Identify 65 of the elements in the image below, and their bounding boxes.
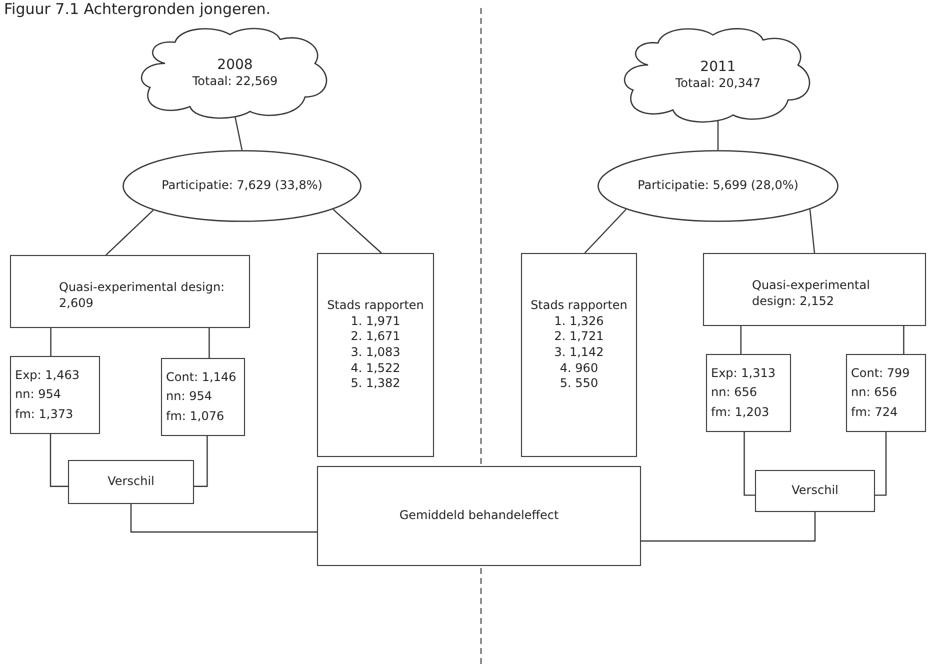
cloud-text: Totaal: 20,347 — [675, 76, 761, 92]
year-text: 2011 — [700, 58, 736, 76]
connector-line — [106, 210, 154, 256]
connector-line — [717, 120, 719, 150]
design-text: Quasi-experimental design: 2,152 — [752, 278, 871, 310]
count-text: nn: 656 — [711, 384, 758, 402]
process-box — [755, 470, 875, 512]
connector-line — [641, 512, 816, 542]
figure-title: Figuur 7.1 Achtergronden jongeren. — [4, 0, 271, 18]
group-box — [10, 356, 100, 434]
design-box — [703, 253, 926, 326]
report-text: 4. 960 — [558, 360, 600, 376]
connector-line — [332, 208, 382, 254]
count-text: Cont: 1,146 — [166, 368, 238, 386]
count-text: nn: 954 — [15, 386, 62, 404]
report-heading: Stads rapporten — [326, 298, 425, 314]
report-box — [317, 253, 434, 457]
count-text: fm: 1,373 — [15, 406, 74, 423]
ellipse-shape — [122, 150, 362, 222]
connector-line — [194, 436, 208, 487]
group-box — [706, 354, 791, 432]
connector-line — [208, 328, 210, 358]
connector-line — [903, 326, 904, 354]
report-text: 5. 550 — [558, 376, 600, 392]
year-text: 2008 — [217, 56, 253, 74]
report-text: 3. 1,083 — [350, 345, 402, 361]
report-heading: Stads rapporten — [530, 298, 628, 314]
report-text: 2. 1,721 — [553, 329, 605, 345]
group-box — [846, 354, 926, 432]
report-text: 2. 1,671 — [350, 329, 402, 345]
report-text: 4. 1,522 — [350, 360, 402, 376]
box-text: Gemiddeld behandeleffect — [399, 508, 559, 524]
participation-text: Participatie: 5,699 (28,0%) — [638, 178, 798, 194]
cloud-text: Totaal: 22,569 — [192, 74, 278, 90]
ellipse-shape — [597, 150, 839, 222]
count-text: fm: 1,076 — [166, 408, 226, 425]
connector-line — [50, 434, 68, 487]
count-text: nn: 656 — [851, 384, 898, 402]
connector-line — [50, 328, 52, 356]
count-text: Cont: 799 — [851, 364, 911, 382]
report-text: 5. 1,382 — [350, 376, 402, 392]
group-box — [161, 358, 245, 436]
design-text: Quasi-experimental design: 2,609 — [59, 280, 226, 312]
participation-text: Participatie: 7,629 (33,8%) — [162, 178, 322, 194]
report-text: 3. 1,142 — [553, 345, 605, 361]
count-text: fm: 724 — [851, 404, 899, 421]
connector-line — [130, 504, 317, 533]
connector-line — [744, 432, 755, 496]
count-text: nn: 954 — [166, 388, 213, 406]
connector-line — [875, 432, 887, 496]
count-text: fm: 1,203 — [711, 404, 770, 421]
process-box — [68, 460, 194, 504]
box-text: Verschil — [108, 474, 154, 490]
design-box — [10, 255, 250, 328]
box-text: Verschil — [792, 483, 838, 499]
connector-line — [809, 209, 816, 254]
report-box — [521, 253, 637, 457]
count-text: Exp: 1,463 — [15, 366, 81, 384]
count-text: Exp: 1,313 — [711, 364, 777, 382]
process-box — [317, 466, 641, 566]
report-text: 1. 1,971 — [350, 314, 402, 330]
report-text: 1. 1,326 — [553, 314, 605, 330]
connector-line — [234, 116, 243, 150]
connector-line — [584, 208, 626, 254]
connector-line — [740, 326, 742, 354]
